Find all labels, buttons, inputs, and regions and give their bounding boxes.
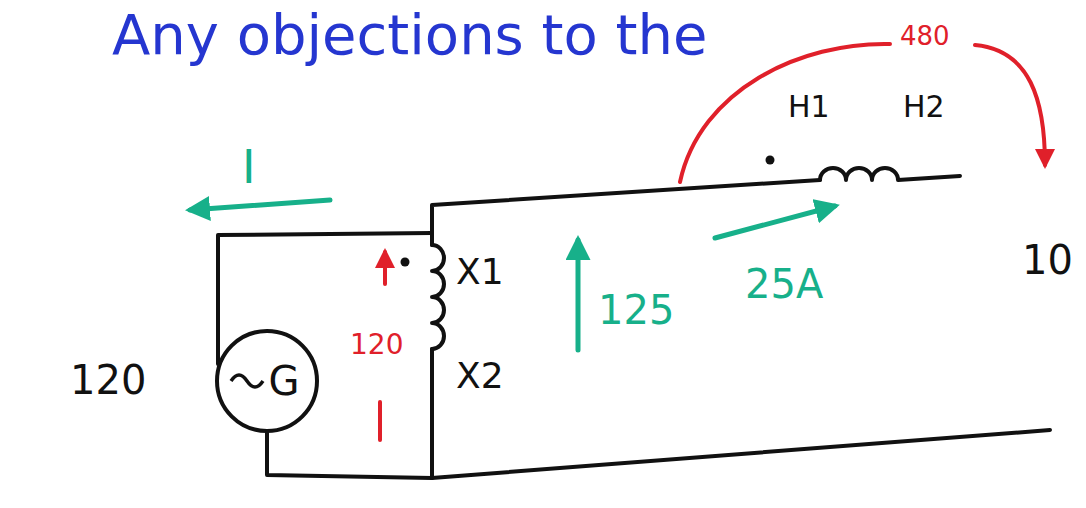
ac-tilde (231, 375, 263, 387)
generator-circle: G (213, 327, 321, 435)
voltage-curve (680, 44, 890, 182)
wire (218, 233, 432, 364)
terminal-name: H1 (788, 90, 830, 123)
generator-letter: G (235, 359, 300, 403)
voltage-arrow (576, 240, 581, 350)
voltage-arrow (383, 252, 387, 284)
terminal-name: X1 (456, 252, 504, 292)
load-value: 10 (1022, 238, 1073, 282)
current-value: 25A (745, 262, 823, 306)
heading: Any objections to the (112, 4, 708, 66)
voltage-arrow (975, 45, 1045, 165)
generator-symbol (213, 327, 321, 435)
wire (430, 349, 434, 478)
voltage-value: 120 (70, 358, 146, 402)
wire (432, 180, 820, 245)
polarity-dot (766, 156, 775, 165)
current-label: I (242, 142, 256, 193)
winding-coil (432, 245, 444, 349)
terminal-name: H2 (903, 90, 945, 123)
current-arrow (715, 206, 835, 238)
wire (267, 430, 1050, 478)
voltage-value: 125 (598, 288, 674, 332)
polarity-dot (401, 258, 410, 267)
current-arrow (190, 200, 330, 210)
winding-coil (820, 168, 960, 180)
voltage-value: 480 (900, 22, 950, 51)
terminal-name: X2 (456, 356, 504, 396)
voltage-value: 120 (350, 330, 403, 361)
voltage-tail (378, 402, 382, 440)
